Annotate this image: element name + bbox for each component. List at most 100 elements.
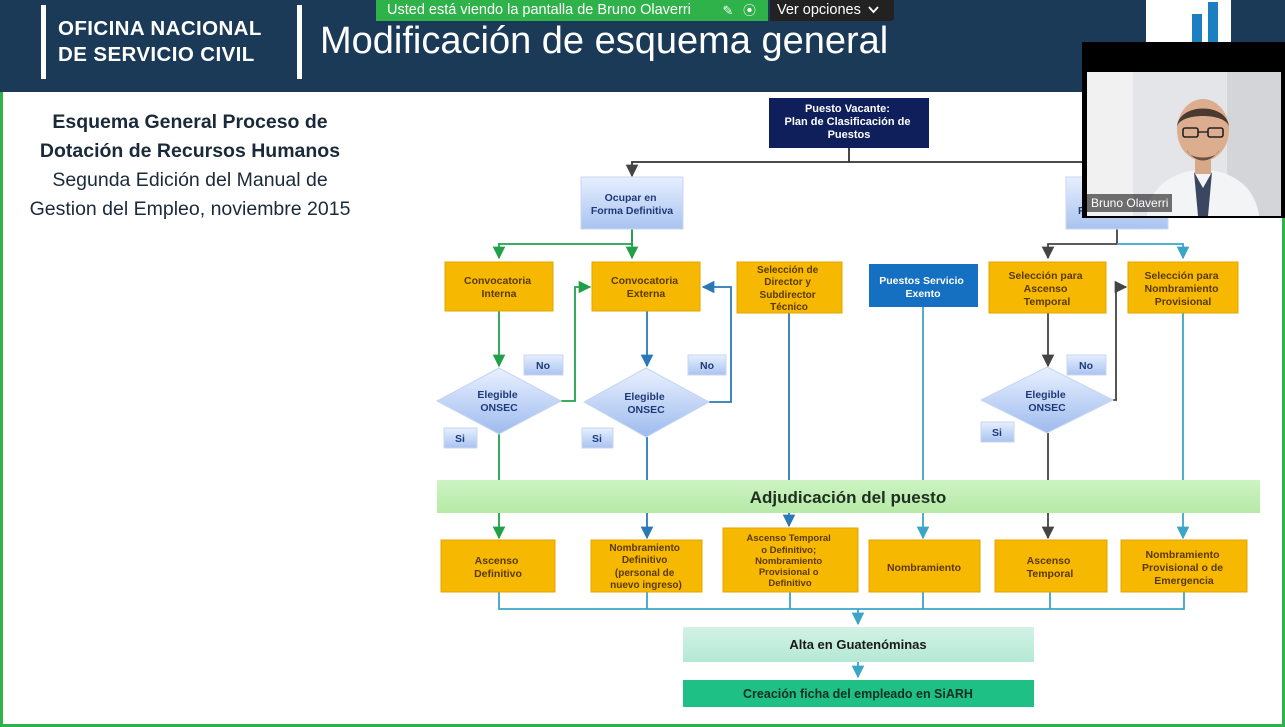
participant-video [1087,72,1281,216]
label-no-3: No [1066,354,1107,376]
box-sel-nombramiento-line-1: Selección para [1144,270,1218,282]
box-sel-director-line-3: Subdirector [760,290,816,301]
label-no-3-text: No [1079,360,1093,372]
box-sel-nombramiento-line-2: Nombramiento [1144,283,1218,295]
box-ascenso-temporal-o-definitivo: Ascenso Temporal o Definitivo; Nombramie… [722,527,859,593]
box-nom-def-line-3: (personal de [615,568,675,579]
box-ascenso-temporal: Ascenso Temporal [994,539,1108,593]
view-options-label: Ver opciones [777,2,861,18]
box-sel-director-line-1: Selección de [757,265,819,276]
org-line-2: DE SERVICIO CIVIL [58,43,255,66]
label-no-2: No [687,354,727,376]
label-si-2: Si [581,427,614,449]
box-ascenso-definitivo: Ascenso Definitivo [440,539,556,593]
label-no-1: No [523,354,564,376]
box-conv-externa-line-2: Externa [627,288,666,300]
box-nom-prov-line-2: Provisional o de [1142,562,1223,574]
box-convocatoria-externa: Convocatoria Externa [591,261,701,312]
label-si-1-text: Si [455,433,465,445]
box-nom-def-line-2: Definitivo [622,555,668,566]
decision-3-line-2: ONSEC [1028,402,1066,414]
box-exento-line-2: Exento [905,288,940,300]
box-puestos-exento: Puestos Servicio Exento [869,264,978,307]
box-sel-nombramiento-line-3: Provisional [1155,296,1212,308]
share-banner-text: Usted está viendo la pantalla de Bruno O… [387,2,691,18]
svg-text:Ascenso Temporal: Ascenso Temporal [1027,555,1074,580]
participant-name-label: Bruno Olaverri [1087,194,1173,212]
participant-video-tile[interactable]: Bruno Olaverri [1082,42,1285,218]
svg-text:Selección para Nombramie: Selección para Nombramiento Provisional [1144,270,1221,308]
box-asc-temp-def-line-4: Provisional o [759,567,819,578]
box-asc-temp-def-line-1: Ascenso Temporal [747,533,831,544]
svg-text:Selección para Ascenso: Selección para Ascenso Temporal [1008,270,1085,308]
box-conv-interna-line-1: Convocatoria [464,275,531,287]
svg-text:Convocatoria Interna: Convocatoria Interna [464,275,534,300]
svg-text:Selección de Director y: Selección de Director y Subdirector Técn… [757,265,821,313]
decision-1-line-1: Elegible [477,389,517,401]
brand-logo-bar-2 [1208,2,1218,62]
box-puesto-vacante-line-2: Plan de Clasificación de [785,116,911,128]
box-exento-line-1: Puestos Servicio [879,275,964,287]
svg-text:Puesto Vacante: Plan de: Puesto Vacante: Plan de Clasificación de… [785,103,914,141]
box-nom-def-line-1: Nombramiento [609,543,680,554]
logo-divider-left [41,5,46,79]
logo-divider-right [297,5,302,79]
svg-text:Elegible ONSEC: Elegible ONSEC [477,389,520,414]
svg-text:Ascenso Definitivo: Ascenso Definitivo [474,555,522,580]
box-seleccion-ascenso-temporal: Selección para Ascenso Temporal [988,261,1107,314]
box-conv-externa-line-1: Convocatoria [611,275,678,287]
caption-line-4: Gestion del Empleo, noviembre 2015 [29,198,351,220]
band-adjudicacion-text: Adjudicación del puesto [750,488,946,507]
svg-text:Convocatoria Externa: Convocatoria Externa [611,275,681,300]
svg-text:Nombramiento Provisional: Nombramiento Provisional o de Emergencia [1142,549,1226,587]
box-sel-ascenso-line-2: Ascenso [1024,283,1068,295]
label-no-1-text: No [536,360,550,372]
box-asc-temp-def-line-3: Nombramiento [755,556,822,567]
box-sel-director-line-4: Técnico [770,302,808,313]
share-banner-icons: ✎ ⦿ [722,0,756,21]
box-puesto-vacante-line-1: Puesto Vacante: [805,103,890,115]
box-asc-temp-line-1: Ascenso [1027,555,1071,567]
box-ocupar-line-2: Forma Definitiva [591,205,673,217]
box-sel-ascenso-line-3: Temporal [1024,296,1071,308]
box-sel-director-line-2: Director y [764,277,811,288]
decision-elegible-onsec-1: Elegible ONSEC [435,367,563,435]
decision-elegible-onsec-2: Elegible ONSEC [582,367,711,438]
decision-elegible-onsec-3: Elegible ONSEC [979,366,1115,434]
box-puesto-vacante-line-3: Puestos [828,129,871,141]
box-sel-ascenso-line-1: Selección para [1008,270,1082,282]
svg-text:Ascenso Temporal o Defi: Ascenso Temporal o Definitivo; Nombramie… [747,533,834,589]
box-nom-prov-line-1: Nombramiento [1145,549,1219,561]
box-nombramiento-provisional-emergencia: Nombramiento Provisional o de Emergencia [1120,539,1248,593]
label-no-2-text: No [700,360,714,372]
svg-text:Nombramiento Definitivo: Nombramiento Definitivo (personal de nue… [609,543,682,591]
svg-text:Elegible ONSEC: Elegible ONSEC [624,391,667,416]
caption-line-1: Esquema General Proceso de [52,111,328,133]
pen-icon[interactable]: ✎ [722,3,734,18]
label-si-3-text: Si [992,427,1002,439]
participant-video-image [1087,72,1281,216]
brand-logo-bar-1 [1192,14,1202,60]
svg-text:Ocupar en Forma Definiti: Ocupar en Forma Definitiva [591,192,673,217]
decision-3-line-1: Elegible [1025,389,1065,401]
decision-1-line-2: ONSEC [480,402,518,414]
svg-text:Puestos Servicio Exento: Puestos Servicio Exento [879,275,967,300]
box-nombramiento: Nombramiento [868,539,981,593]
box-conv-interna-line-2: Interna [481,288,516,300]
chevron-down-icon [868,2,879,18]
svg-text:Elegible ONSEC: Elegible ONSEC [1025,389,1068,414]
box-nombramiento-text: Nombramiento [887,562,961,574]
box-asc-def-line-1: Ascenso [475,555,519,567]
box-asc-temp-line-2: Temporal [1027,568,1074,580]
box-convocatoria-interna: Convocatoria Interna [444,261,554,312]
view-options-button[interactable]: Ver opciones [770,0,894,21]
label-si-2-text: Si [592,433,602,445]
box-asc-temp-def-line-5: Definitivo [768,578,811,589]
caption-line-3: Segunda Edición del Manual de [52,169,328,191]
box-ocupar-forma-definitiva: Ocupar en Forma Definitiva [580,176,684,230]
record-icon[interactable]: ⦿ [742,3,756,18]
box-alta-text: Alta en Guatenóminas [789,637,926,652]
box-nom-def-line-4: nuevo ingreso) [610,580,682,591]
